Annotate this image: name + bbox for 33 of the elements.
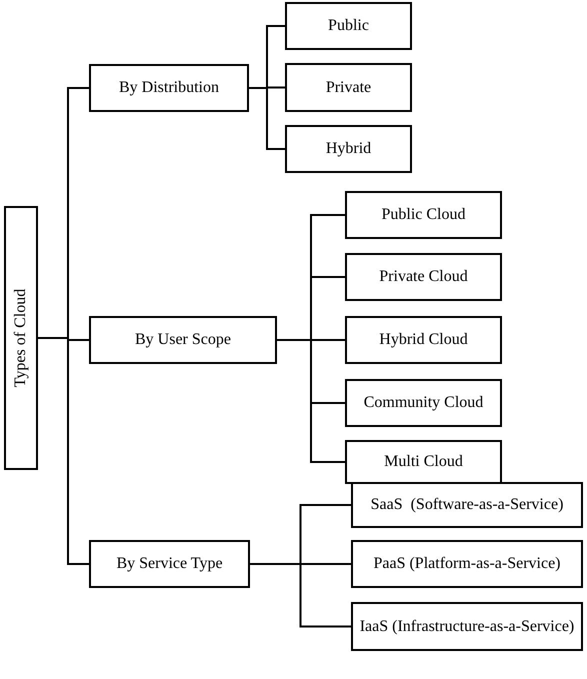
node-label: SaaS (Software-as-a-Service) [370,496,564,514]
node-label: By Distribution [118,79,219,97]
node-label: Private [326,78,372,96]
category-box [351,602,583,651]
category-box [89,64,249,112]
category-box [285,2,412,50]
category-box [89,540,250,588]
category-box [345,316,502,364]
category-box [285,63,412,112]
category-box [345,253,502,301]
node-label: Private Cloud [379,268,468,286]
node-label: By Service Type [116,555,223,573]
category-box [345,379,502,427]
node-label: Public [328,17,369,35]
node-label: Multi Cloud [384,453,463,471]
connector-line [249,87,285,150]
category-box [345,191,502,239]
node-label: Hybrid Cloud [379,331,468,349]
category-box [89,316,277,364]
category-box [285,125,412,173]
node-label: PaaS (Platform-as-a-Service) [373,555,561,573]
category-box [351,540,583,588]
category-box [345,440,502,484]
node-label: By User Scope [135,331,231,349]
node-label: Community Cloud [364,394,484,412]
root-box [4,206,38,470]
node-label: IaaS (Infrastructure-as-a-Service) [360,618,574,636]
connector-line [250,563,351,628]
node-label: Public Cloud [381,206,466,224]
connector-line [277,339,345,463]
node-label: Types of Cloud [12,288,30,388]
category-box [351,482,583,528]
node-label: Hybrid [326,140,372,158]
